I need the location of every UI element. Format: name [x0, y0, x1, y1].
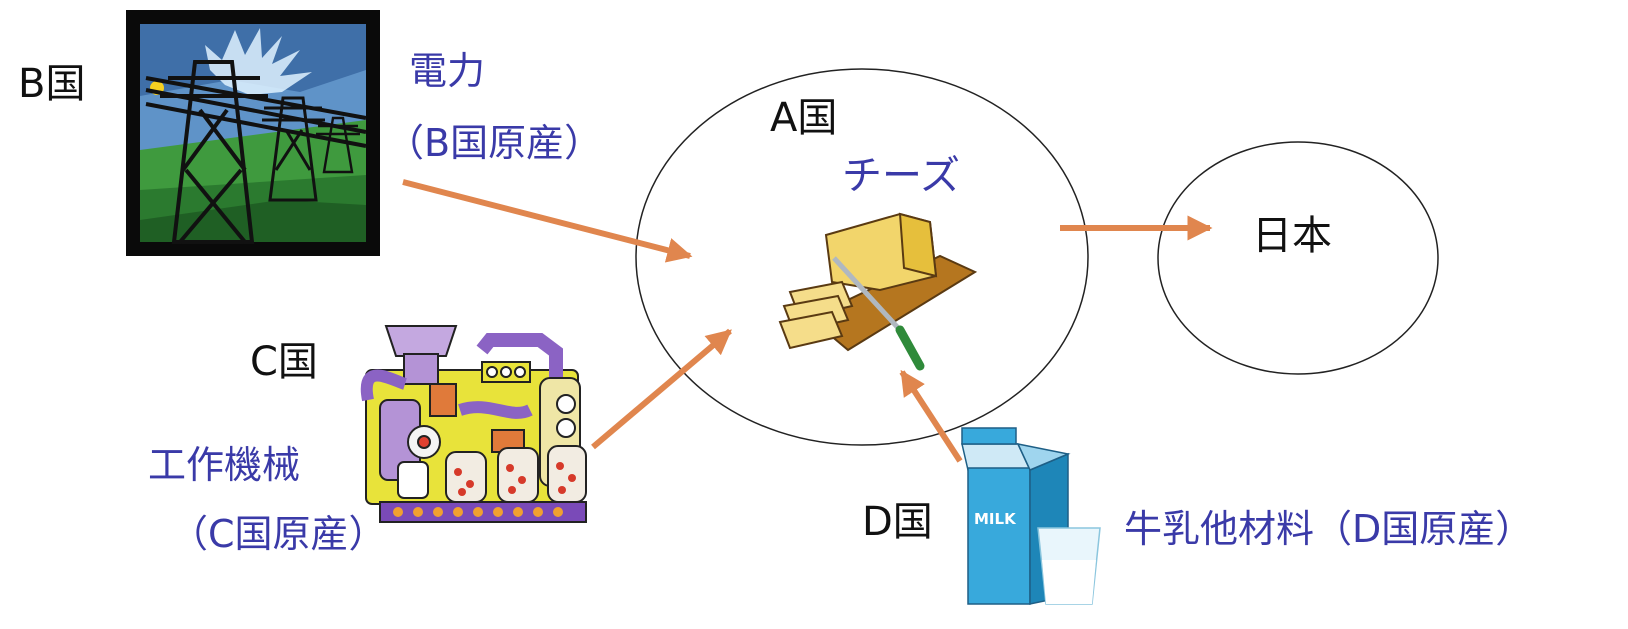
arrows [402, 179, 1213, 463]
japan-label: 日本 [1252, 213, 1332, 259]
milk-materials-label: 牛乳他材料（D国原産） [1124, 507, 1534, 551]
milk-carton-text: MILK [974, 510, 1017, 528]
power-tower-icon [126, 10, 380, 256]
power-origin-label: （B国原産） [386, 121, 603, 165]
country-a-label: A国 [770, 95, 838, 141]
cheese-board-icon [778, 212, 978, 371]
country-d-label: D国 [862, 499, 933, 545]
machine-label: 工作機械 [148, 443, 301, 487]
japan-ellipse [1157, 141, 1439, 375]
factory-machine-icon [360, 325, 587, 523]
arrow-machine-to-a [591, 328, 732, 450]
country-b-label: B国 [18, 61, 86, 107]
country-c-label: C国 [250, 339, 318, 385]
milk-carton-icon: MILK [961, 427, 1101, 605]
arrow-milk-to-a [899, 369, 963, 463]
power-label: 電力 [409, 49, 486, 93]
country-a-ellipse [635, 68, 1089, 446]
machine-origin-label: （C国原産） [170, 512, 387, 556]
cheese-label: チーズ [842, 153, 960, 199]
arrow-power-to-a [402, 179, 693, 263]
